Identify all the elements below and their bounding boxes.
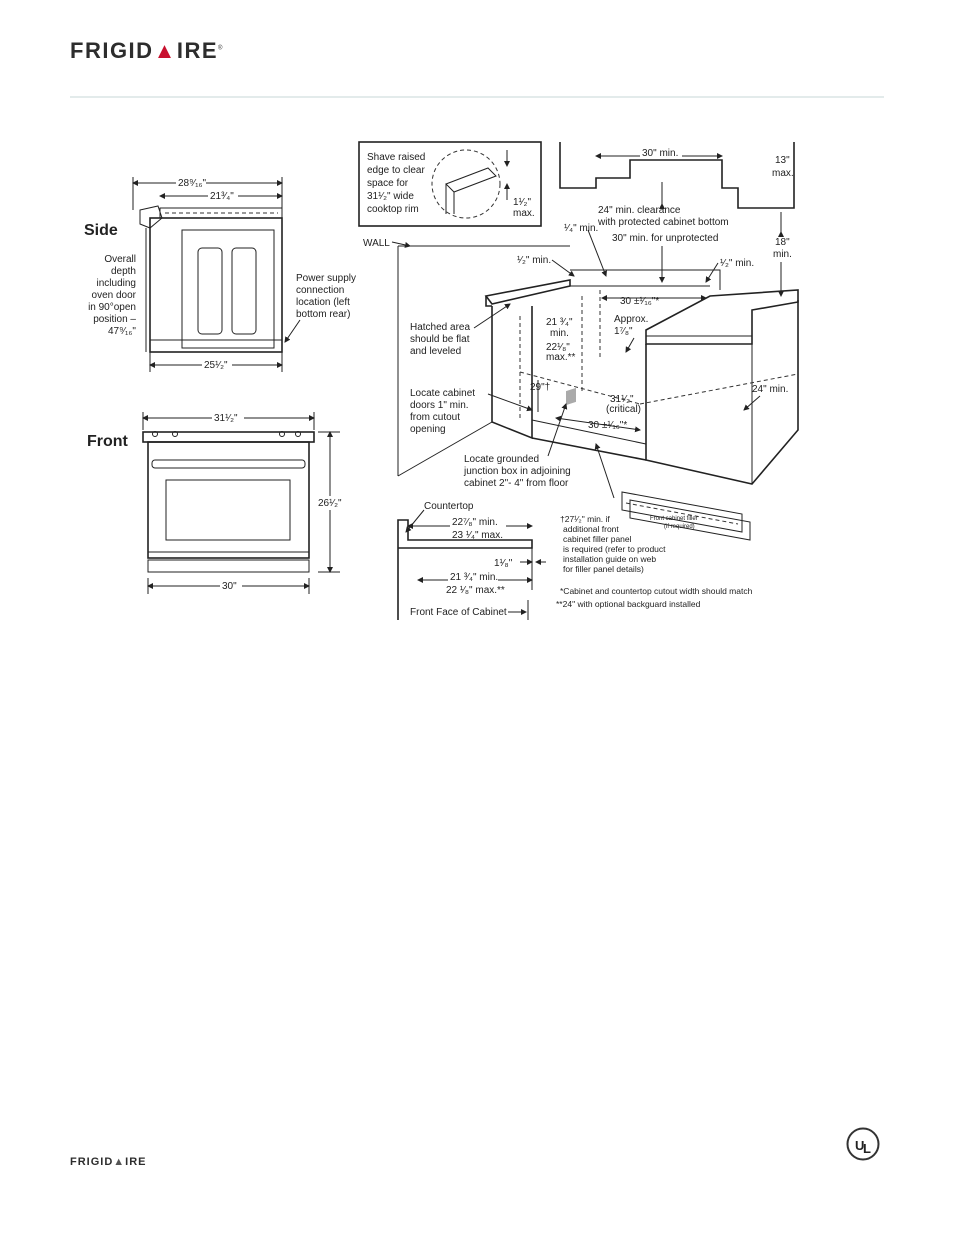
side-power-note: Power supply connection location (left b…	[296, 273, 356, 320]
svg-text:30 ±¹⁄₁₆"*: 30 ±¹⁄₁₆"*	[620, 296, 659, 307]
ul-certification-icon: U L	[846, 1127, 880, 1161]
svg-text:(if required): (if required)	[664, 524, 695, 530]
svg-text:24" min. clearance: 24" min. clearance	[598, 205, 681, 216]
svg-text:21 ³⁄₄" min.: 21 ³⁄₄" min.	[450, 572, 498, 583]
filler-panel: Front cabinet filler (if required)	[594, 443, 751, 541]
svg-text:1⁷⁄₈": 1⁷⁄₈"	[614, 326, 633, 337]
front-dim-top: 31¹⁄₂"	[214, 413, 238, 424]
svg-text:1¹⁄₈": 1¹⁄₈"	[494, 558, 513, 569]
svg-text:bottom rear): bottom rear)	[296, 309, 350, 320]
svg-text:Shave raised: Shave raised	[367, 152, 425, 163]
svg-text:†27¹⁄₂" min. if: †27¹⁄₂" min. if	[560, 514, 610, 524]
side-dim-bottom: 25¹⁄₂"	[204, 360, 228, 371]
svg-text:from cutout: from cutout	[410, 412, 460, 423]
svg-text:Locate grounded: Locate grounded	[464, 454, 539, 465]
svg-text:22¹⁄₈": 22¹⁄₈"	[546, 342, 570, 353]
svg-text:max.**: max.**	[546, 352, 576, 363]
front-dim-height: 26¹⁄₂"	[318, 498, 342, 509]
svg-text:edge to clear: edge to clear	[367, 165, 425, 176]
svg-text:cooktop rim: cooktop rim	[367, 204, 419, 215]
svg-text:space for: space for	[367, 178, 409, 189]
svg-text:max.: max.	[772, 168, 794, 179]
svg-text:24" min.: 24" min.	[752, 384, 788, 395]
svg-text:min.: min.	[773, 249, 792, 260]
svg-text:¹⁄₂" min.: ¹⁄₂" min.	[517, 255, 551, 266]
footer-logo-triangle-icon: ▲	[113, 1156, 126, 1168]
installation-view: 30" min. 13" max. 24" min. clearance wit…	[363, 142, 799, 489]
front-title: Front	[87, 433, 129, 450]
svg-text:and leveled: and leveled	[410, 346, 461, 357]
svg-text:Locate cabinet: Locate cabinet	[410, 388, 475, 399]
svg-text:connection: connection	[296, 285, 344, 296]
svg-text:¹⁄₄" min.: ¹⁄₄" min.	[564, 223, 598, 234]
side-depth-note: Overall depth including oven door in 90°…	[88, 254, 137, 337]
svg-text:¹⁄₂" min.: ¹⁄₂" min.	[720, 258, 754, 269]
svg-text:L: L	[863, 1141, 871, 1156]
installation-notes: †27¹⁄₂" min. if additional front cabinet…	[556, 514, 753, 609]
svg-text:Overall: Overall	[104, 254, 136, 265]
svg-text:31¹⁄₂": 31¹⁄₂"	[610, 394, 634, 405]
logo-triangle-icon: ▲	[153, 38, 177, 63]
svg-text:Power supply: Power supply	[296, 273, 356, 284]
footer-brand-logo: FRIGID▲IRE	[70, 1156, 147, 1168]
svg-text:is required (refer to product: is required (refer to product	[563, 544, 666, 554]
svg-text:21 ³⁄₄": 21 ³⁄₄"	[546, 317, 573, 328]
svg-text:22 ¹⁄₈" max.**: 22 ¹⁄₈" max.**	[446, 585, 505, 596]
svg-text:junction box in adjoining: junction box in adjoining	[463, 466, 571, 477]
svg-text:including: including	[97, 278, 136, 289]
svg-text:30" min.: 30" min.	[642, 148, 678, 159]
svg-text:should be flat: should be flat	[410, 334, 470, 345]
svg-text:31¹⁄₂" wide: 31¹⁄₂" wide	[367, 191, 414, 202]
svg-text:47⁹⁄₁₆": 47⁹⁄₁₆"	[108, 326, 136, 337]
countertop-detail: Countertop 22⁷⁄₈" min. 23 ¹⁄₄" max. 1¹⁄₈…	[397, 501, 546, 620]
shave-edge-inset: Shave raised edge to clear space for 31¹…	[358, 141, 542, 227]
svg-text:18": 18"	[775, 237, 790, 248]
svg-text:Approx.: Approx.	[614, 314, 648, 325]
svg-text:additional front: additional front	[563, 524, 619, 534]
svg-text:23 ¹⁄₄" max.: 23 ¹⁄₄" max.	[452, 530, 503, 541]
svg-text:depth: depth	[111, 266, 136, 277]
svg-text:max.: max.	[513, 208, 535, 219]
front-dim-bottom: 30"	[222, 581, 237, 592]
svg-text:min.: min.	[550, 328, 569, 339]
side-view: Side 28⁹⁄₁₆" 21³⁄₄" 25¹⁄₂" Overall depth…	[84, 176, 356, 372]
svg-text:for filler panel details): for filler panel details)	[563, 564, 644, 574]
svg-text:1¹⁄₂": 1¹⁄₂"	[513, 197, 531, 208]
svg-text:(critical): (critical)	[606, 404, 641, 415]
front-view: Front 31¹⁄₂" 26¹⁄₂" 30"	[87, 411, 345, 594]
svg-text:22⁷⁄₈" min.: 22⁷⁄₈" min.	[452, 517, 498, 528]
svg-text:Countertop: Countertop	[424, 501, 474, 512]
svg-text:oven door: oven door	[92, 290, 137, 301]
side-dim-top-inner: 21³⁄₄"	[210, 191, 234, 202]
svg-text:Front Face of Cabinet: Front Face of Cabinet	[410, 607, 507, 618]
svg-text:Hatched area: Hatched area	[410, 322, 470, 333]
svg-text:location (left: location (left	[296, 297, 350, 308]
svg-text:with protected cabinet bottom: with protected cabinet bottom	[597, 217, 729, 228]
svg-text:**24" with optional backguard: **24" with optional backguard installed	[556, 599, 701, 609]
side-title: Side	[84, 222, 118, 239]
svg-text:30" min. for unprotected: 30" min. for unprotected	[612, 233, 718, 244]
svg-text:U: U	[855, 1138, 864, 1153]
brand-logo: FRIGID▲IRE®	[70, 38, 224, 63]
svg-text:opening: opening	[410, 424, 446, 435]
svg-text:position –: position –	[93, 314, 136, 325]
svg-text:Front cabinet filler: Front cabinet filler	[650, 516, 698, 522]
svg-text:29"†: 29"†	[530, 382, 550, 393]
svg-text:cabinet 2"- 4" from floor: cabinet 2"- 4" from floor	[464, 478, 569, 489]
svg-text:13": 13"	[775, 155, 790, 166]
header-divider	[70, 96, 884, 98]
svg-text:WALL: WALL	[363, 238, 390, 249]
svg-text:cabinet filler panel: cabinet filler panel	[563, 534, 632, 544]
side-dim-top-outer: 28⁹⁄₁₆"	[178, 178, 206, 189]
svg-text:doors 1" min.: doors 1" min.	[410, 400, 469, 411]
svg-text:in 90°open: in 90°open	[88, 302, 136, 313]
svg-text:*Cabinet and countertop cutout: *Cabinet and countertop cutout width sho…	[560, 586, 753, 596]
svg-text:installation guide on web: installation guide on web	[563, 554, 656, 564]
